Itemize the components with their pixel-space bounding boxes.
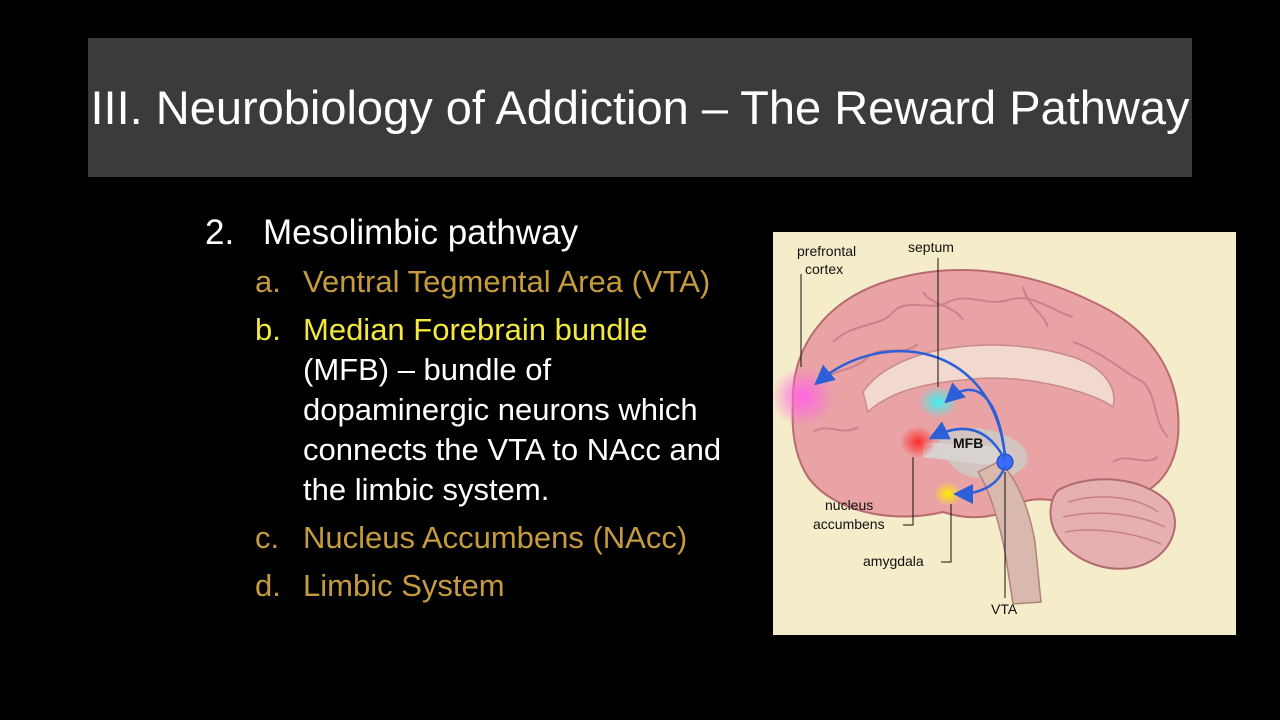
label-accumbens: accumbens: [813, 516, 885, 532]
brain-illustration: prefrontal cortex septum MFB nucleus acc…: [773, 239, 1180, 617]
item-text: Nucleus Accumbens (NAcc): [303, 520, 688, 555]
outline: 2. Mesolimbic pathway a. Ventral Tegment…: [205, 210, 745, 614]
outline-items: a. Ventral Tegmental Area (VTA) b. Media…: [255, 262, 745, 606]
label-vta: VTA: [991, 601, 1018, 617]
label-nucleus: nucleus: [825, 497, 873, 513]
label-amygdala: amygdala: [863, 553, 924, 569]
item-text: Ventral Tegmental Area (VTA): [303, 264, 711, 299]
item-letter: b.: [255, 312, 281, 347]
outline-item-mfb: b. Median Forebrain bundle (MFB) – bundl…: [255, 310, 745, 510]
outline-heading-text: Mesolimbic pathway: [263, 213, 579, 252]
label-prefrontal: prefrontal: [797, 243, 856, 259]
nucleus-accumbens-region: [900, 426, 936, 458]
cerebellum-folia: [1062, 496, 1166, 545]
item-text: (MFB) – bundle of dopaminergic neurons w…: [303, 352, 722, 507]
outline-item-limbic: d. Limbic System: [255, 566, 745, 606]
amygdala-region: [934, 482, 962, 506]
brain-diagram: prefrontal cortex septum MFB nucleus acc…: [773, 232, 1236, 635]
label-line-accumbens: [903, 457, 914, 526]
label-septum: septum: [908, 239, 954, 255]
item-letter: d.: [255, 568, 281, 603]
septum-region: [918, 386, 958, 418]
outline-item-vta: a. Ventral Tegmental Area (VTA): [255, 262, 745, 302]
title-bar: III. Neurobiology of Addiction – The Rew…: [88, 38, 1192, 177]
outline-item-nacc: c. Nucleus Accumbens (NAcc): [255, 518, 745, 558]
item-highlight: Median Forebrain bundle: [303, 312, 648, 347]
outline-heading: 2. Mesolimbic pathway: [205, 210, 745, 256]
label-cortex: cortex: [805, 261, 843, 277]
item-letter: a.: [255, 264, 281, 299]
outline-number: 2.: [205, 213, 235, 252]
label-line-amygdala: [941, 504, 952, 563]
cerebellum: [1049, 478, 1176, 570]
label-mfb: MFB: [953, 435, 983, 451]
dopamine-projections: [814, 350, 1007, 504]
item-letter: c.: [255, 520, 280, 555]
slide-title: III. Neurobiology of Addiction – The Rew…: [90, 80, 1190, 134]
cerebrum-shape: [791, 269, 1180, 519]
item-text: Limbic System: [303, 568, 505, 603]
mfb-tract: [923, 442, 1005, 467]
corpus-callosum: [862, 344, 1115, 414]
